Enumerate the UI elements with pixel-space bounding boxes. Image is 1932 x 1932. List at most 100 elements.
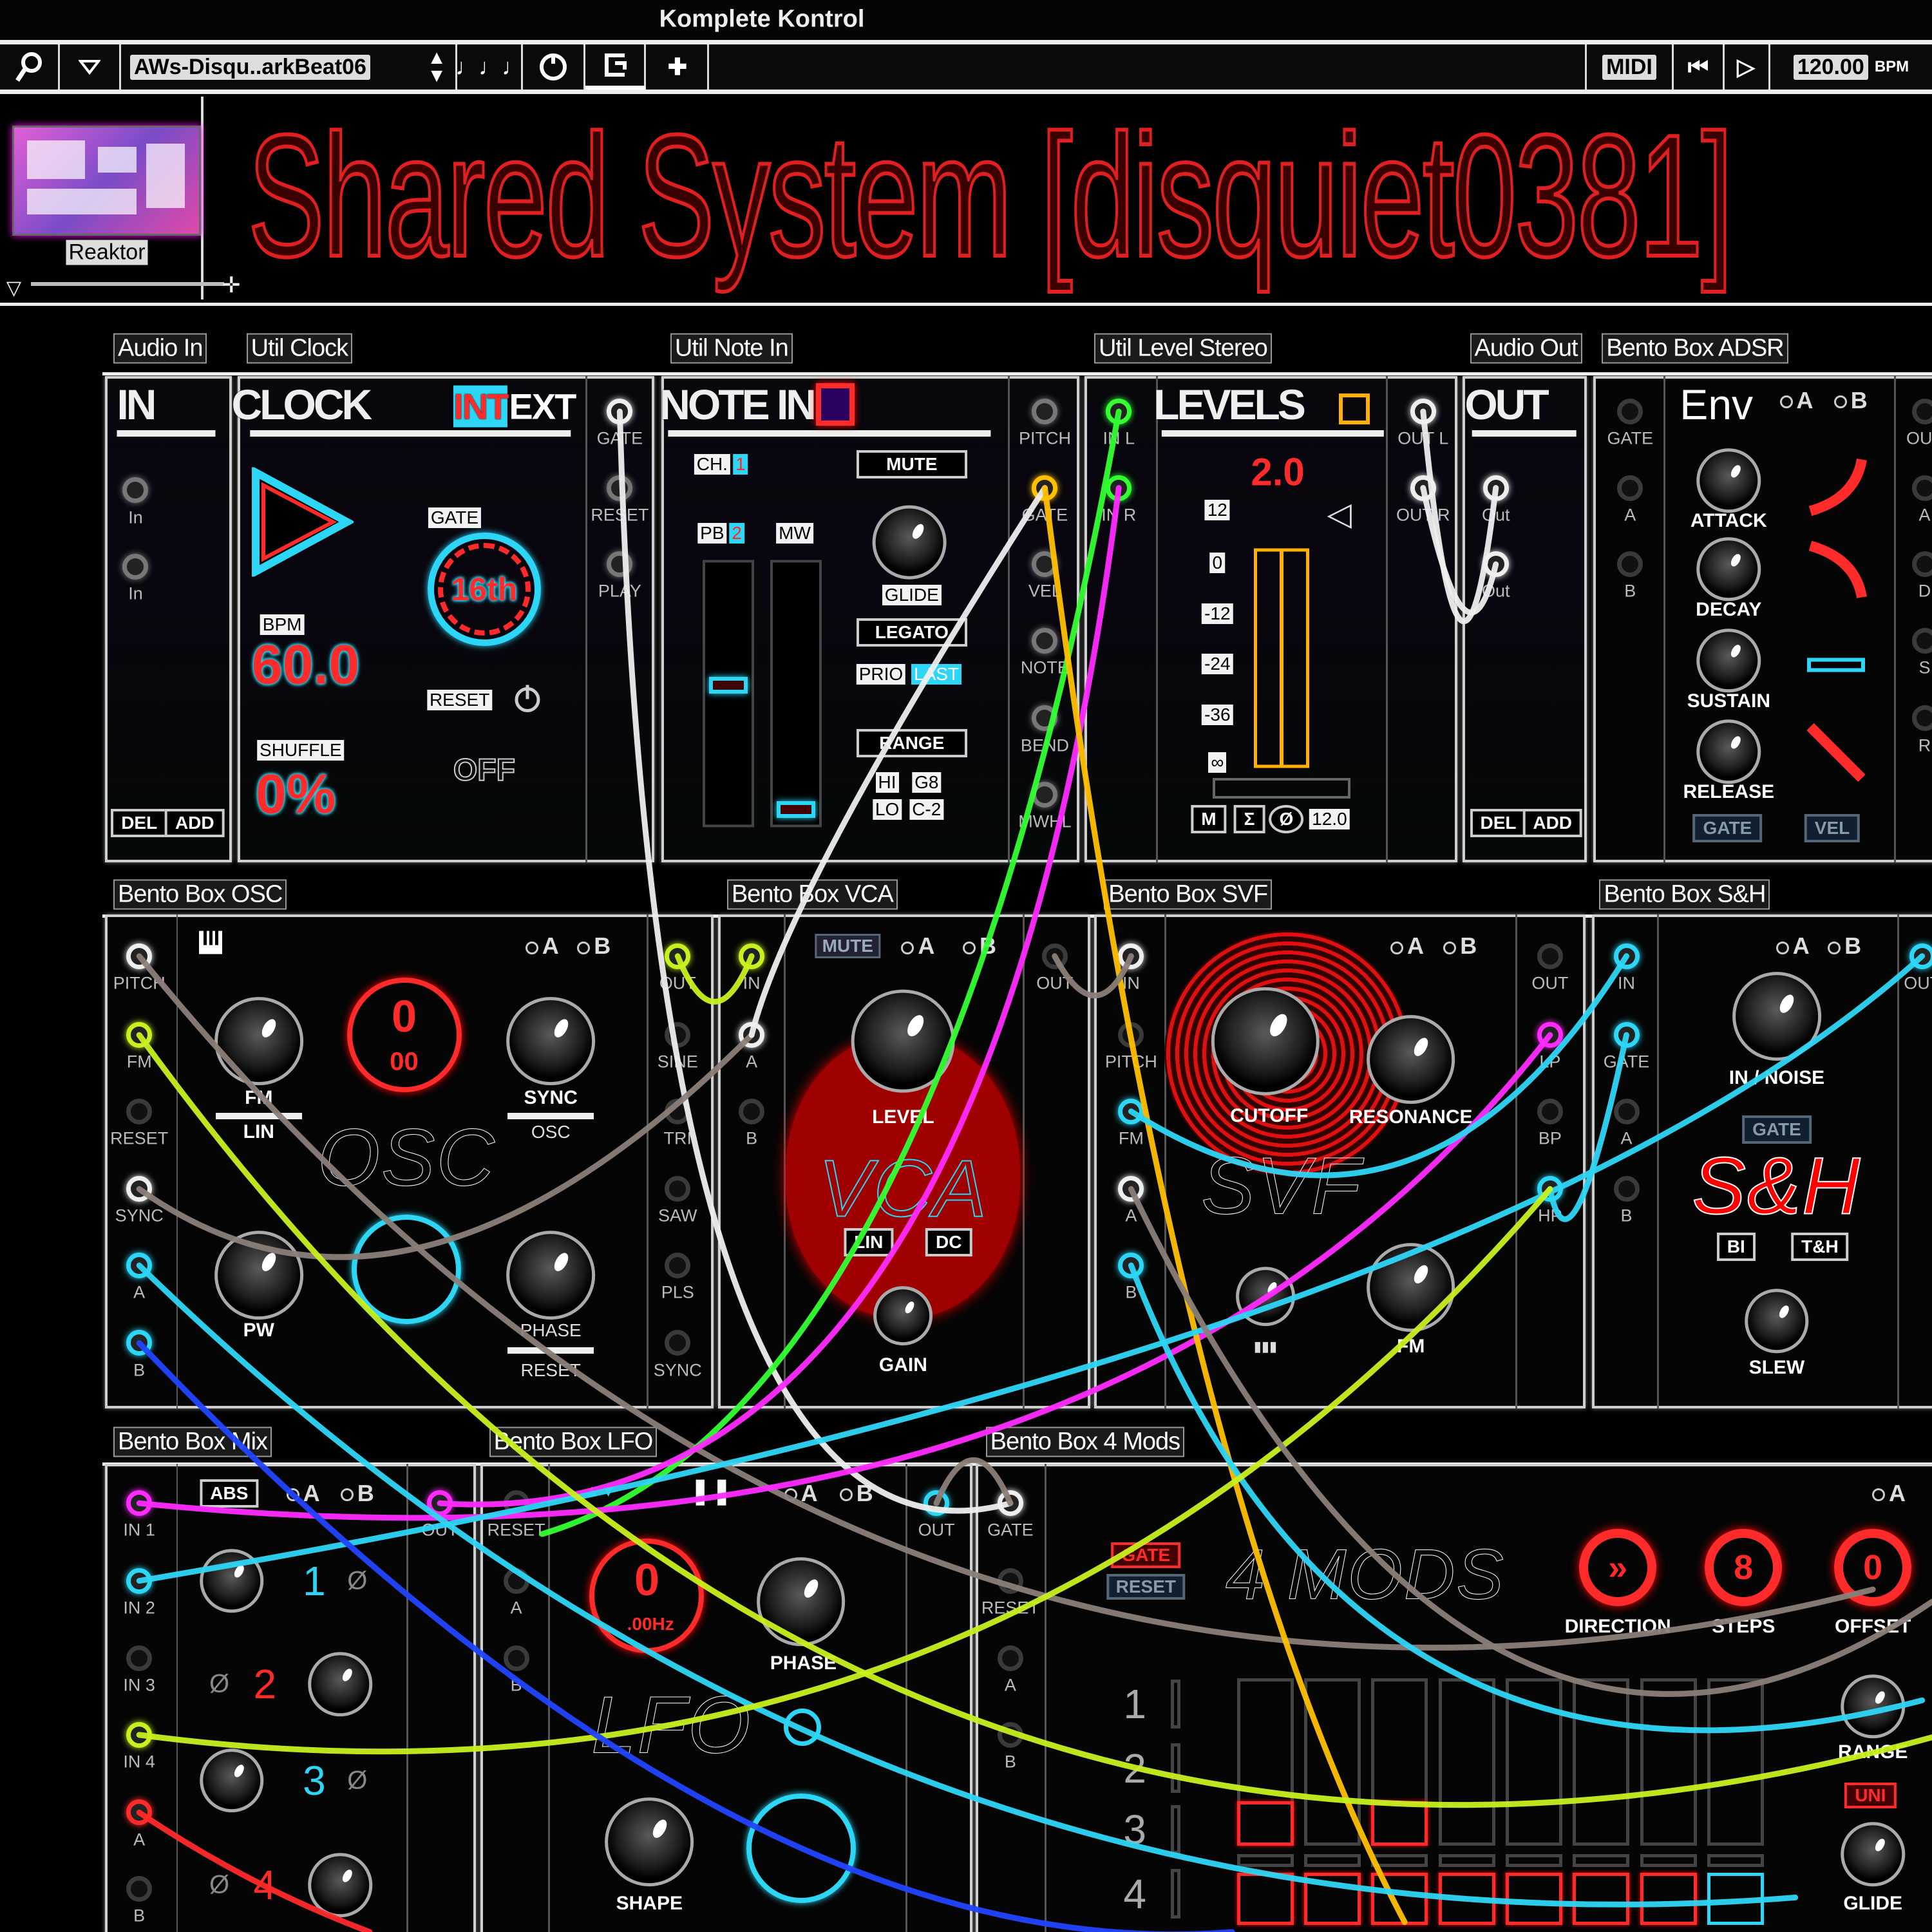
mix-invert-button[interactable]: Ø [209, 1669, 230, 1698]
lfo-shape-display[interactable] [746, 1793, 856, 1903]
step-bar[interactable] [1707, 1678, 1764, 1846]
clock-play-jack[interactable] [607, 551, 633, 578]
clock-sync-button[interactable]: OFF [453, 752, 516, 788]
vca-gain-knob[interactable] [873, 1286, 933, 1346]
audio-out-add-button[interactable]: ADD [1522, 809, 1583, 838]
audio-in-1-jack[interactable] [122, 477, 149, 504]
sustain-knob[interactable] [1696, 628, 1761, 693]
midi-button[interactable]: MIDI [1587, 44, 1674, 90]
clock-ext-button[interactable]: EXT [509, 386, 576, 427]
adsr-out-0-jack[interactable] [1911, 399, 1932, 425]
osc-pw-knob[interactable] [214, 1231, 303, 1320]
sum-button[interactable]: Σ [1233, 805, 1265, 834]
mix-in-1-jack[interactable] [126, 1567, 153, 1594]
mod-wheel-handle[interactable] [776, 801, 815, 818]
vca-dc-button[interactable]: DC [925, 1227, 972, 1256]
adsr-vel-button[interactable]: VEL [1804, 813, 1861, 842]
svf-in-fm-jack[interactable] [1118, 1098, 1144, 1124]
vca-level-knob[interactable] [851, 989, 955, 1094]
osc-out-tri-jack[interactable] [665, 1098, 691, 1124]
mods-in-0-jack[interactable] [997, 1490, 1023, 1517]
sh-gate-button[interactable]: GATE [1742, 1115, 1812, 1144]
sh-track-hold-button[interactable]: T&H [1791, 1233, 1849, 1262]
mods-reset-button[interactable]: RESET [1106, 1574, 1186, 1600]
note-mwhl-jack[interactable] [1032, 782, 1058, 808]
keyboard-icon[interactable]: ♩♩♩ [455, 44, 525, 90]
vca-out-jack[interactable] [1041, 943, 1068, 969]
row4-step[interactable] [1236, 1873, 1294, 1925]
osc-in-pitch-jack[interactable] [126, 943, 153, 969]
svf-in-a-jack[interactable] [1118, 1176, 1144, 1202]
sh-in-noise-knob[interactable] [1732, 972, 1821, 1061]
lfo-out-jack[interactable] [923, 1490, 950, 1517]
attack-knob[interactable] [1696, 448, 1761, 513]
preset-selector[interactable]: AWs-Disqu..arkBeat06 ▲▼ [121, 44, 457, 90]
reaktor-thumbnail[interactable] [12, 126, 201, 236]
svf-in-pitch-jack[interactable] [1118, 1022, 1144, 1048]
mix-in-0-jack[interactable] [126, 1490, 153, 1517]
add-icon[interactable]: ✚ [648, 44, 709, 90]
audio-out-1-jack[interactable] [1482, 475, 1509, 501]
mix-in-5-jack[interactable] [126, 1876, 153, 1902]
step-bar[interactable] [1304, 1678, 1361, 1846]
note-bend-jack[interactable] [1032, 705, 1058, 732]
vca-in-1-jack[interactable] [739, 1022, 765, 1048]
lfo-shape-knob[interactable] [605, 1797, 694, 1887]
mix-in-4-jack[interactable] [126, 1799, 153, 1826]
plugin-view-icon[interactable] [585, 44, 646, 90]
osc-out-pls-jack[interactable] [665, 1252, 691, 1278]
row4-step[interactable] [1304, 1873, 1361, 1925]
dropdown-icon[interactable] [60, 44, 121, 90]
lfo-sync-indicator[interactable] [783, 1709, 821, 1747]
mix-in-3-jack[interactable] [126, 1721, 153, 1748]
mix-invert-button[interactable]: Ø [209, 1870, 230, 1899]
release-knob[interactable] [1696, 719, 1761, 784]
sh-bi-button[interactable]: BI [1716, 1233, 1756, 1262]
row4-step[interactable] [1371, 1873, 1428, 1925]
adsr-out-2-jack[interactable] [1911, 551, 1932, 578]
collapse-arrow-icon[interactable]: ▽ [6, 278, 22, 299]
level-out-r-jack[interactable] [1410, 475, 1436, 501]
osc-in-a-jack[interactable] [126, 1252, 153, 1278]
adsr-in-0-jack[interactable] [1617, 399, 1643, 425]
phase-invert-button[interactable]: Ø [1269, 805, 1304, 834]
adsr-in-1-jack[interactable] [1617, 475, 1643, 501]
pitch-bend-slider[interactable] [702, 560, 754, 828]
preset-stepper-icon[interactable]: ▲▼ [427, 47, 446, 86]
level-link-toggle[interactable] [1338, 393, 1370, 425]
prio-button[interactable]: LAST [911, 663, 962, 685]
svf-keytrack-knob[interactable] [1236, 1266, 1295, 1326]
sh-in-in-jack[interactable] [1613, 943, 1640, 969]
clock-reset-jack[interactable] [607, 475, 633, 501]
adsr-out-1-jack[interactable] [1911, 475, 1932, 501]
adsr-gate-button[interactable]: GATE [1692, 813, 1763, 842]
instrument-slider[interactable] [31, 282, 224, 286]
osc-out-out-jack[interactable] [665, 943, 691, 969]
clock-int-button[interactable]: INT [453, 385, 509, 428]
mix-invert-button[interactable]: Ø [347, 1566, 368, 1595]
vca-mute-button[interactable]: MUTE [815, 934, 880, 959]
level-fader[interactable] [1212, 778, 1350, 799]
mix-out-jack[interactable] [427, 1490, 453, 1517]
osc-in-fm-jack[interactable] [126, 1022, 153, 1048]
vca-lin-button[interactable]: LIN [844, 1227, 894, 1256]
search-icon[interactable] [0, 44, 60, 90]
row4-step[interactable] [1438, 1873, 1495, 1925]
expand-plus-icon[interactable]: ✛ [222, 273, 241, 298]
level-in-r-jack[interactable] [1106, 475, 1132, 501]
note-pitch-jack[interactable] [1032, 399, 1058, 425]
tempo-field[interactable]: 120.00 BPM [1770, 44, 1932, 90]
audio-out-del-button[interactable]: DEL [1470, 809, 1527, 838]
svf-resonance-knob[interactable] [1366, 1015, 1455, 1104]
row4-step[interactable] [1707, 1873, 1764, 1925]
lfo-in-1-jack[interactable] [503, 1567, 529, 1594]
steps-knob[interactable]: 8 [1705, 1528, 1783, 1606]
sh-in-gate-jack[interactable] [1613, 1022, 1640, 1048]
audio-out-2-jack[interactable] [1482, 551, 1509, 578]
row3-step-active[interactable] [1236, 1801, 1294, 1846]
note-gate-jack[interactable] [1032, 475, 1058, 501]
audio-in-add-button[interactable]: ADD [164, 809, 225, 838]
mute-button[interactable]: MUTE [856, 450, 967, 479]
vca-in-0-jack[interactable] [739, 943, 765, 969]
keyboard-icon[interactable] [198, 929, 223, 958]
